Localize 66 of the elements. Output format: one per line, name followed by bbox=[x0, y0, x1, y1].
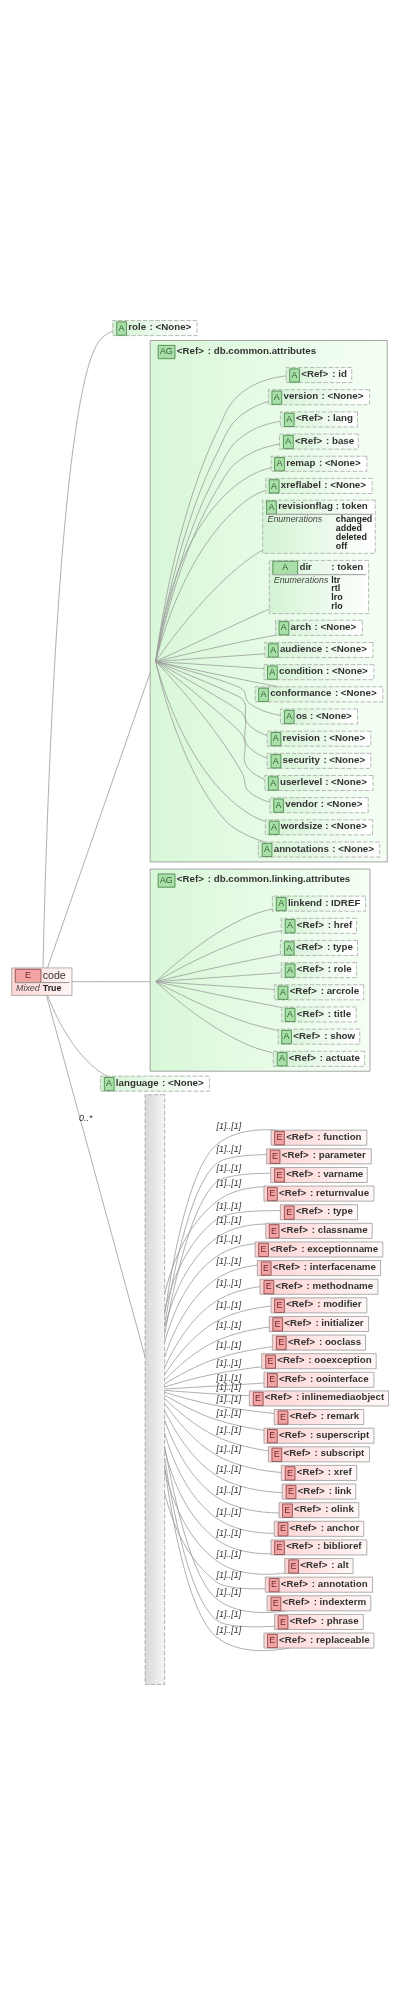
connector bbox=[164, 1457, 275, 1628]
edge-label: [1]..[1] bbox=[216, 1214, 242, 1225]
edge-label: [1]..[1] bbox=[216, 1372, 242, 1383]
connector bbox=[71, 981, 151, 983]
connector bbox=[155, 981, 274, 1054]
edge-label: [1]..[1] bbox=[216, 1625, 242, 1636]
edge-label: [1]..[1] bbox=[216, 1200, 242, 1211]
edge-label: [1]..[1] bbox=[216, 1464, 242, 1475]
connector bbox=[155, 490, 266, 662]
edge-label: [1]..[1] bbox=[216, 1162, 242, 1173]
connector bbox=[164, 1286, 261, 1368]
edge-label: [1]..[1] bbox=[216, 1382, 242, 1393]
connector bbox=[164, 1382, 264, 1390]
edge-label: [1]..[1] bbox=[216, 1120, 242, 1131]
connector bbox=[164, 1186, 265, 1295]
connector bbox=[155, 608, 270, 662]
connector bbox=[155, 981, 283, 1008]
connector bbox=[47, 995, 108, 1077]
edge-label: [1]..[1] bbox=[216, 1394, 242, 1405]
connector bbox=[164, 1326, 270, 1380]
connector bbox=[155, 467, 272, 662]
connector bbox=[164, 1223, 266, 1328]
edge-label: 0..* bbox=[79, 1112, 93, 1123]
connector bbox=[42, 330, 113, 969]
edge-label: [1]..[1] bbox=[216, 1587, 242, 1598]
connector bbox=[155, 981, 275, 990]
edge-label: [1]..[1] bbox=[216, 1300, 242, 1310]
connector bbox=[155, 661, 281, 716]
edge-label: [1]..[1] bbox=[216, 1255, 242, 1266]
connector bbox=[155, 930, 282, 982]
connector bbox=[164, 1398, 269, 1452]
edge-label: [1]..[1] bbox=[216, 1277, 242, 1288]
connector bbox=[164, 1432, 275, 1534]
connector bbox=[155, 634, 276, 662]
connector bbox=[164, 1366, 263, 1388]
edge-label: [1]..[1] bbox=[216, 1357, 242, 1368]
edge-label: [1]..[1] bbox=[216, 1408, 242, 1419]
edge-label: [1]..[1] bbox=[216, 1143, 242, 1154]
connector bbox=[155, 661, 279, 688]
connector bbox=[164, 1264, 258, 1358]
edge-label: [1]..[1] bbox=[216, 1506, 242, 1517]
edge-label: [1]..[1] bbox=[216, 1443, 242, 1454]
connector bbox=[155, 908, 273, 982]
edge-label: [1]..[1] bbox=[216, 1485, 242, 1496]
connector bbox=[164, 1243, 256, 1343]
connector bbox=[164, 1389, 250, 1397]
connector bbox=[47, 672, 151, 969]
edge-label: [1]..[1] bbox=[216, 1339, 242, 1350]
edge-label: [1]..[1] bbox=[216, 1608, 242, 1619]
connector bbox=[155, 954, 281, 982]
connector bbox=[164, 1492, 266, 1590]
edge-label: [1]..[1] bbox=[216, 1425, 242, 1436]
edge-label: [1]..[1] bbox=[216, 1527, 242, 1538]
connector bbox=[164, 1305, 272, 1375]
edge-label: [1]..[1] bbox=[216, 1234, 242, 1245]
edge-label: [1]..[1] bbox=[216, 1549, 242, 1560]
connector bbox=[155, 549, 263, 662]
edge-label: [1]..[1] bbox=[216, 1177, 242, 1188]
connector bbox=[164, 1346, 273, 1385]
edge-label: [1]..[1] bbox=[216, 1320, 242, 1331]
node-bar bbox=[144, 1094, 166, 1685]
connector bbox=[155, 401, 269, 662]
connector bbox=[164, 1449, 272, 1555]
connector bbox=[155, 981, 279, 1031]
edge-label: [1]..[1] bbox=[216, 1570, 242, 1581]
connector bbox=[46, 995, 146, 1358]
